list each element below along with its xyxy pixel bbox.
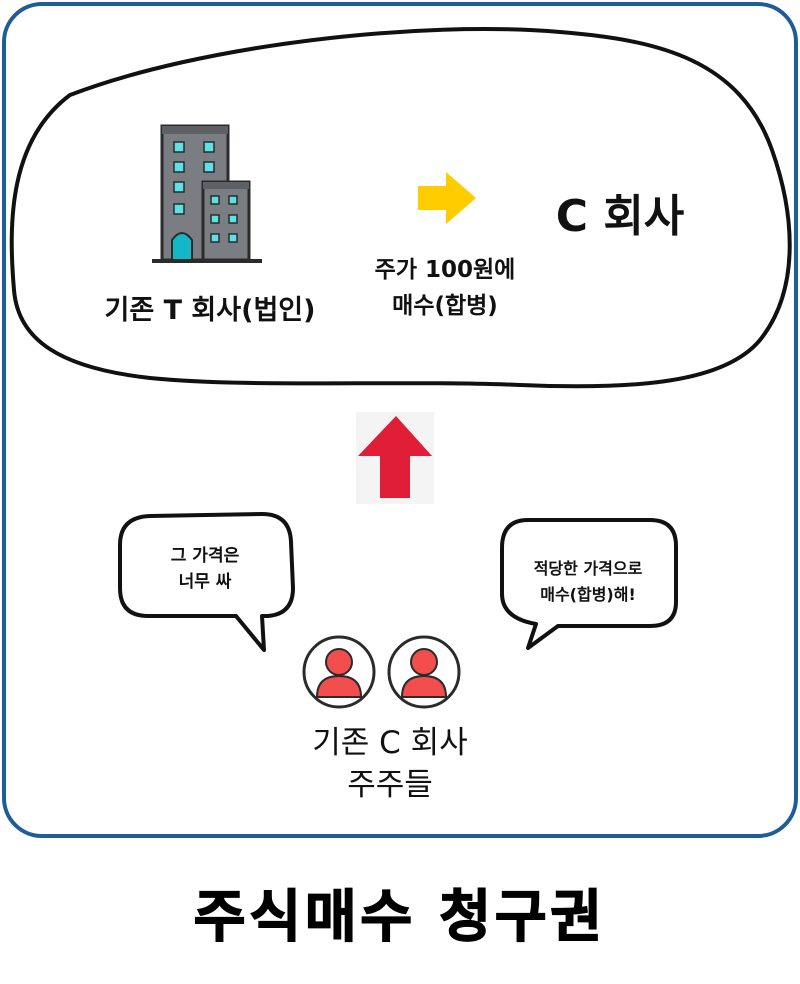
merge-text-line: 매수(합병) <box>392 293 498 319</box>
speech-line: 그 가격은 <box>170 546 240 566</box>
speech-line: 적당한 가격으로 <box>533 559 643 578</box>
speech-line: 매수(합병)해! <box>540 585 636 604</box>
shareholders-line: 주주들 <box>347 767 433 803</box>
office-building-icon <box>152 124 262 263</box>
up-arrow-icon <box>356 412 434 504</box>
shareholders-label: 기존 C 회사 주주들 <box>260 722 520 806</box>
merge-text: 주가 100원에 매수(합병) <box>330 252 560 324</box>
merge-text-line: 주가 100원에 <box>374 257 516 283</box>
company-c-label: C 회사 <box>555 191 685 242</box>
speech-bubble-right-text: 적당한 가격으로 매수(합병)해! <box>502 556 674 608</box>
building-label: 기존 T 회사(법인) <box>104 295 316 326</box>
speech-bubble-left-text: 그 가격은 너무 싸 <box>120 543 290 595</box>
speech-bubble-right <box>500 518 678 650</box>
diagram-title: 주식매수 청구권 <box>193 884 607 951</box>
speech-line: 너무 싸 <box>178 572 232 592</box>
company-boundary <box>9 27 792 389</box>
right-arrow-icon <box>418 172 476 224</box>
shareholders-line: 기존 C 회사 <box>312 725 468 761</box>
user-avatar-icon <box>387 635 461 709</box>
user-avatar-icon <box>302 635 376 709</box>
speech-bubble-left <box>118 512 295 652</box>
